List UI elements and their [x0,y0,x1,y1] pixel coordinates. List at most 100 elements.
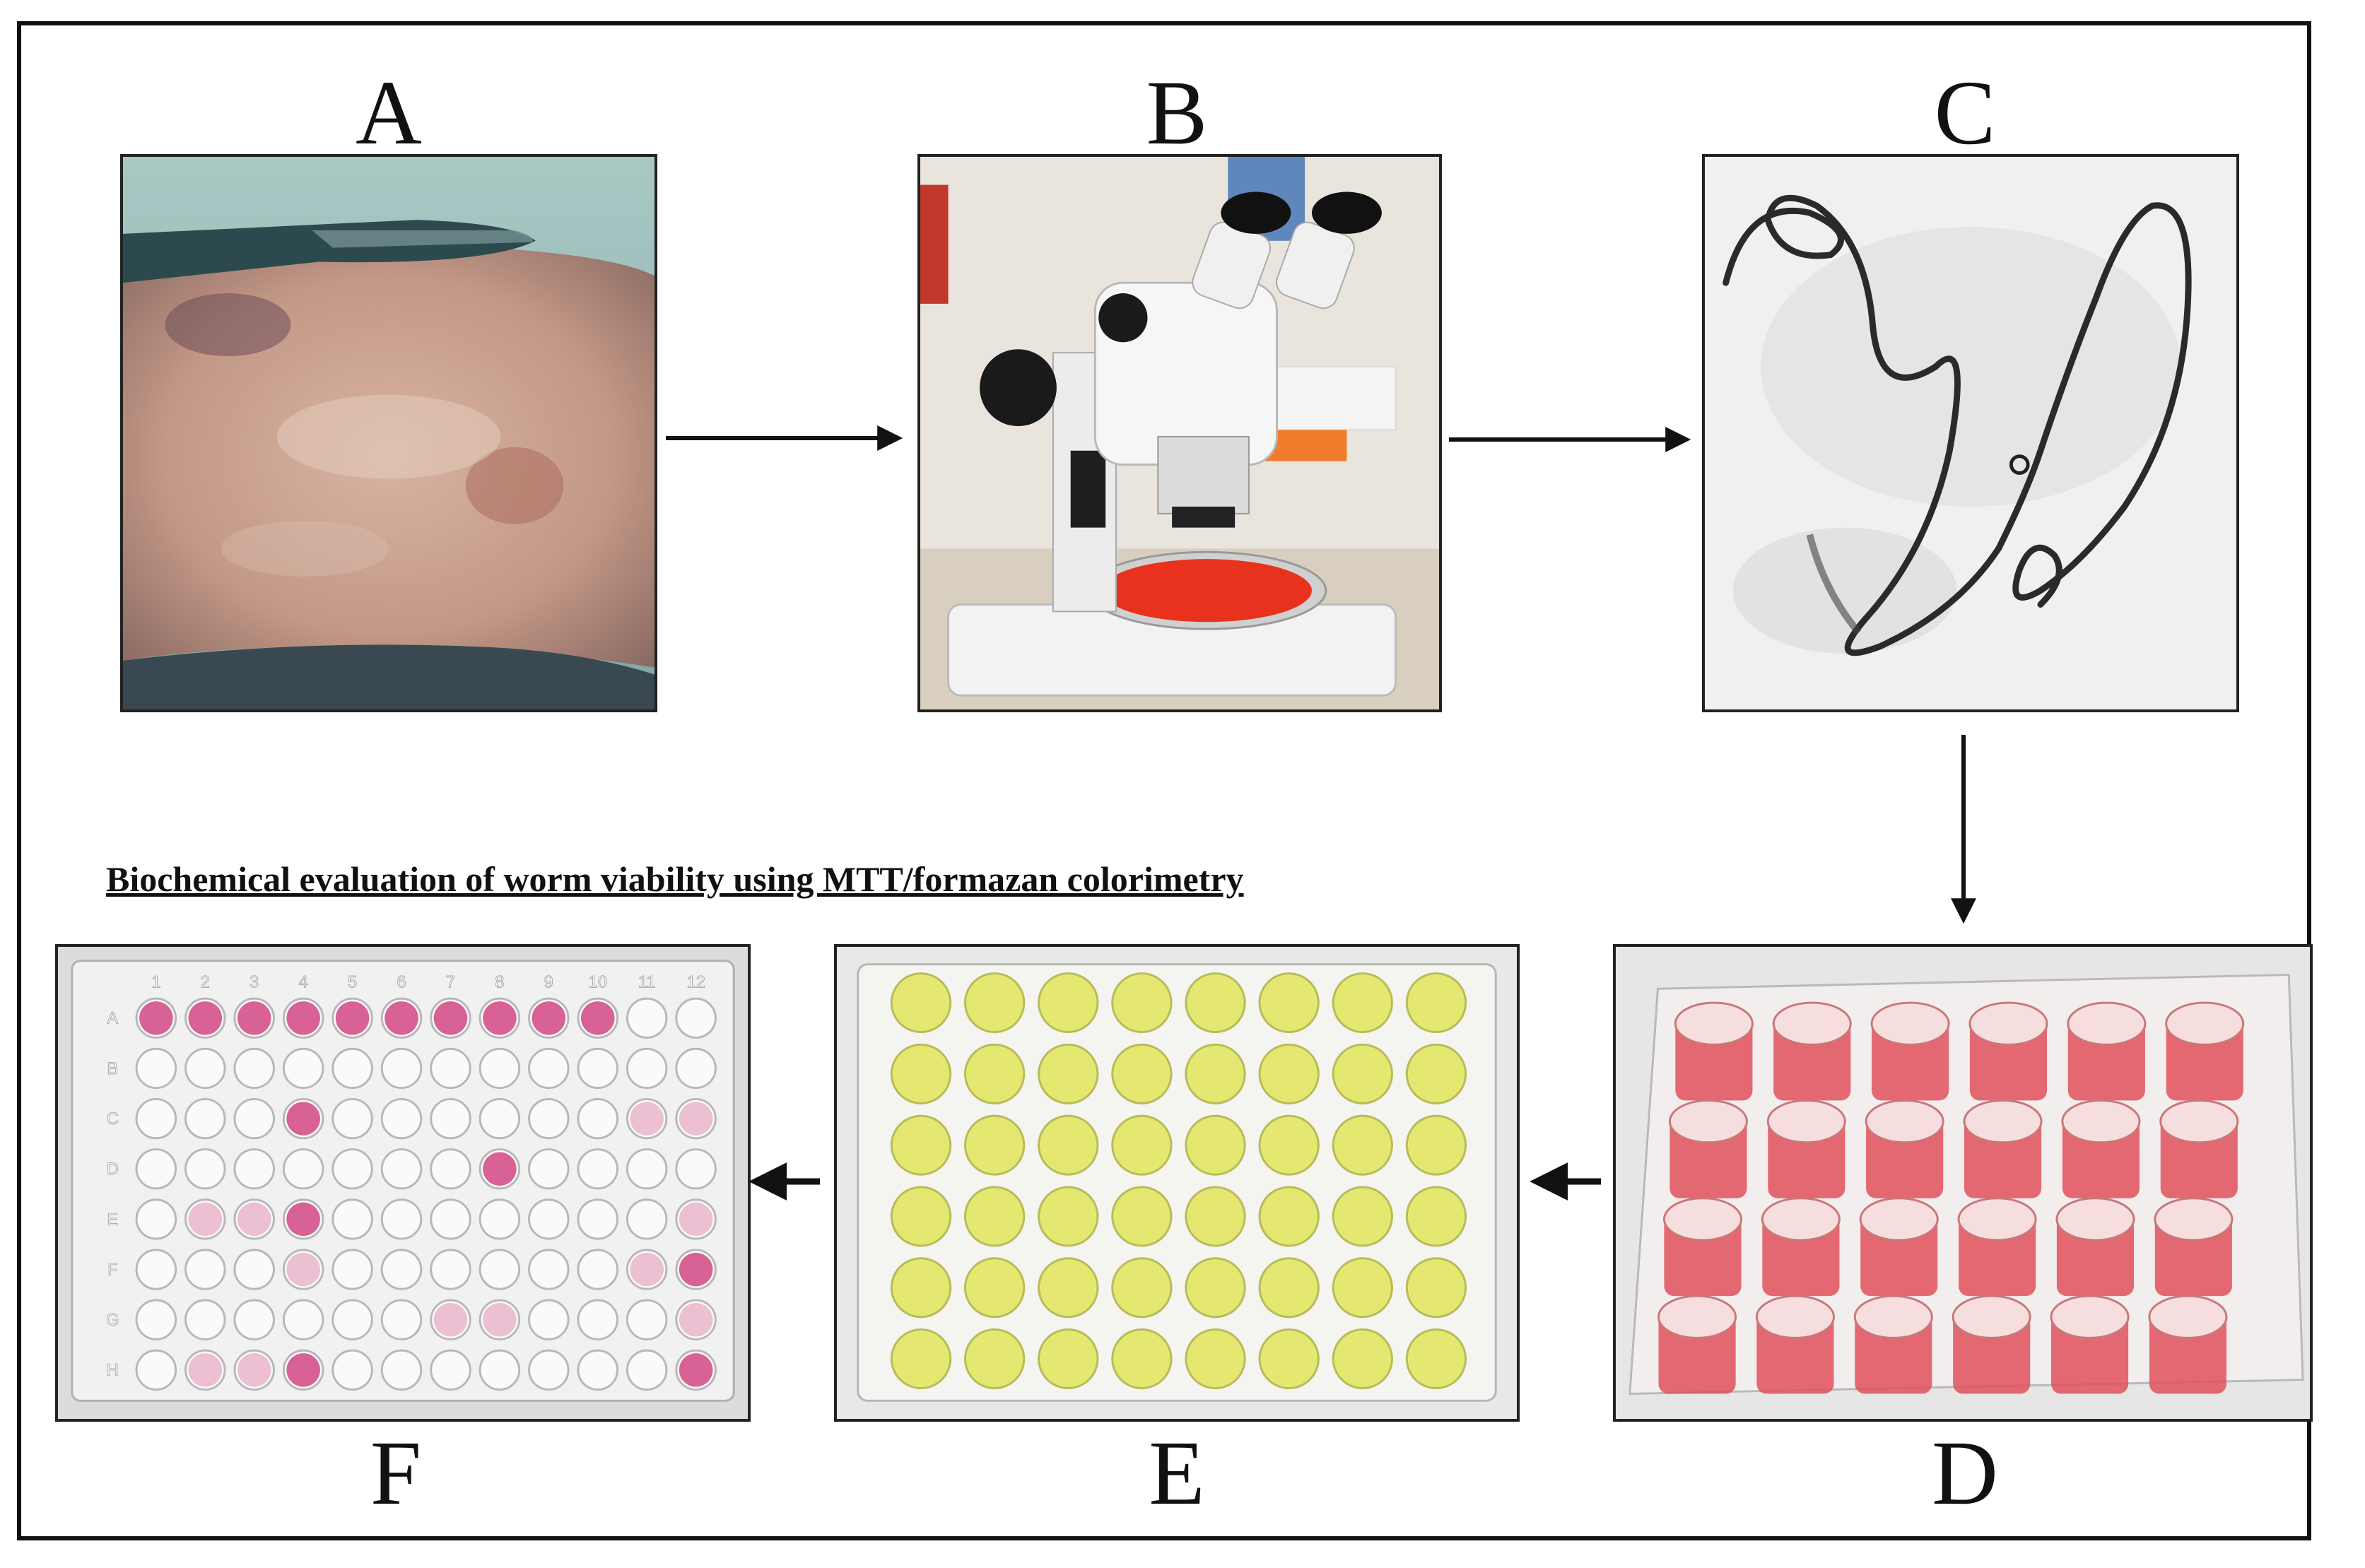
plate-f-well [626,1097,668,1140]
plate-e-well [1405,1186,1467,1247]
plate-f-well [135,997,177,1039]
plate-e-well [1185,972,1246,1034]
panel-d-red-well-plate [1613,944,2313,1422]
plate-f-well [577,1198,618,1240]
plate-f-well [479,1299,521,1340]
plate-f-well [380,1249,423,1290]
plate-f-well [184,1349,226,1391]
plate-e-well [890,972,952,1034]
plate-f-well [430,1047,471,1090]
plate-f-well [331,1198,373,1240]
plate-f-well [577,1249,618,1290]
plate-f-well [184,1299,226,1340]
plate-e-well [1185,1328,1246,1390]
label-f: F [370,1422,422,1524]
plate-f-well [380,1349,423,1391]
plate-e-well [1332,972,1393,1034]
tissue-illustration [123,157,655,709]
plate-f-well [626,1148,668,1190]
plate-f-well [430,997,471,1039]
plate-f-well [282,997,324,1039]
plate-f-well [184,1047,226,1090]
plate-f-well [577,1047,618,1090]
plate-d-well [1668,1099,1748,1198]
plate-f-column-label: 1 [151,972,160,991]
plate-f-row-label: H [107,1361,119,1380]
plate-e-well [1111,1043,1173,1104]
plate-f-well [331,1299,373,1340]
plate-f-well [233,1047,275,1090]
plate-e-well [1038,1114,1099,1176]
plate-d-well [1761,1197,1841,1297]
plate-f-well [675,1249,717,1290]
plate-f-well [135,1249,177,1290]
plate-e-well [1405,1328,1467,1390]
plate-f-well [380,1299,423,1340]
plate-e-well [1332,1043,1393,1104]
plate-e-well [1258,1257,1320,1319]
plate-f-column-label: 3 [250,972,259,991]
panel-b-microscope-photo [917,154,1442,712]
caption-biochemical-evaluation: Biochemical evaluation of worm viability… [106,859,1244,899]
plate-e-well [1111,1114,1173,1176]
plate-f-well [184,1198,226,1240]
plate-f-column-label: 10 [589,972,607,991]
plate-f-row-label: C [107,1109,119,1128]
plate-d-well [2055,1197,2135,1297]
plate-f-well [626,1299,668,1340]
plate-f-well [233,1097,275,1140]
plate-f-well [675,997,717,1039]
plate-f-well [479,1148,521,1190]
plate-e-well [1258,1328,1320,1390]
plate-f-well [135,1148,177,1190]
panel-e-yellow-well-plate [834,944,1520,1422]
plate-f-well [233,1198,275,1240]
plate-e-well [964,1257,1026,1319]
plate-f-well [331,1047,373,1090]
plate-e-well [1405,1043,1467,1104]
plate-f-well [331,1148,373,1190]
plate-f-well [135,1097,177,1140]
plate-f-well [430,1198,471,1240]
plate-f-well [528,997,570,1039]
plate-f-row-label: A [107,1009,118,1028]
plate-f-column-label: 6 [397,972,406,991]
plate-f-well [380,1047,423,1090]
plate-f-column-label: 9 [544,972,553,991]
plate-e-well [1111,1257,1173,1319]
plate-e-well [1185,1043,1246,1104]
plate-d-well [1957,1197,2037,1297]
plate-d-well [1968,1001,2048,1101]
plate-e-well [1258,1114,1320,1176]
plate-f-well [233,1349,275,1391]
plate-e-well [890,1328,952,1390]
plate-f-column-label: 4 [299,972,308,991]
plate-e-well [964,1328,1026,1390]
plate-d [1616,947,2310,1419]
plate-f-well [479,1047,521,1090]
plate-d-well [2067,1001,2147,1101]
plate-e-well [1332,1257,1393,1319]
plate-d-well [1657,1295,1737,1394]
plate-f-well [675,1097,717,1140]
plate-e-well [1111,1328,1173,1390]
plate-f-column-label: 8 [495,972,504,991]
plate-d-well [2061,1099,2141,1198]
plate-f-well [626,1349,668,1391]
plate-f-well [479,1097,521,1140]
plate-d-well [2154,1197,2234,1297]
plate-e-well [890,1114,952,1176]
plate-f-well [380,997,423,1039]
figure-frame [17,21,2311,1540]
plate-f-well [675,1047,717,1090]
plate-d-well [2159,1099,2239,1198]
plate-d-well [1859,1197,1939,1297]
plate-f-well [479,1198,521,1240]
plate-f-well [528,1198,570,1240]
plate-f-well [675,1148,717,1190]
plate-f-well [380,1097,423,1140]
plate-f-well [430,1349,471,1391]
plate-f-well [282,1047,324,1090]
plate-f-well [430,1148,471,1190]
